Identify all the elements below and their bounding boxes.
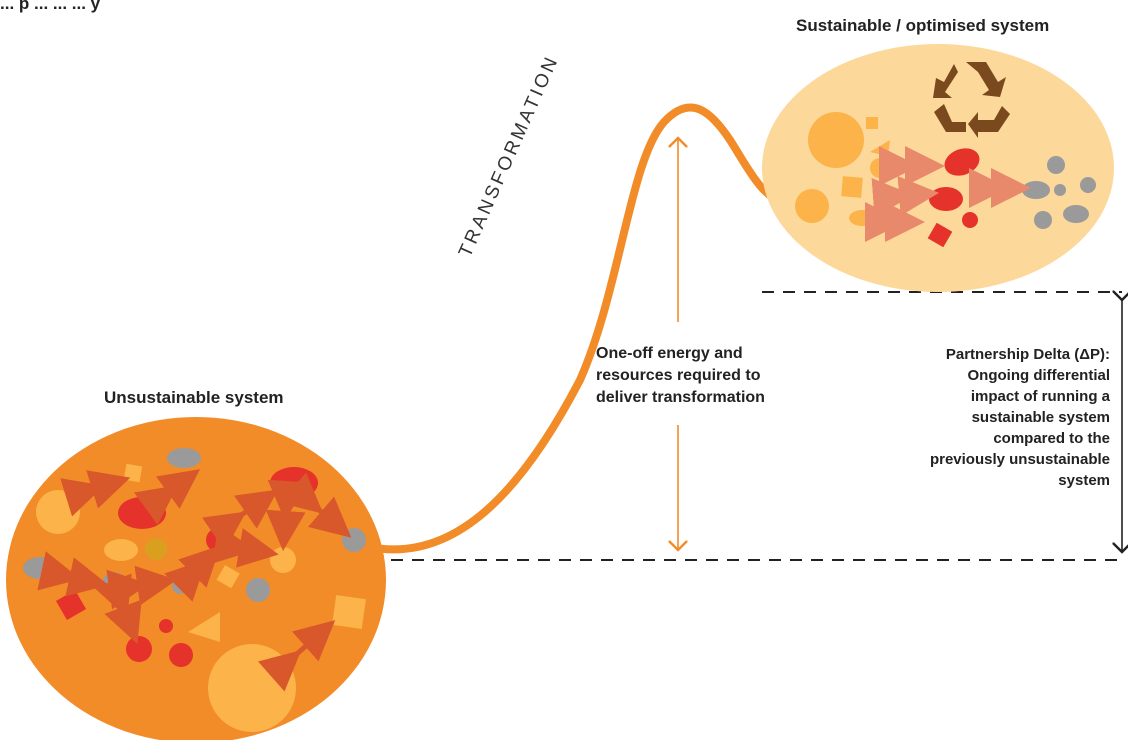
delta-line: system xyxy=(1058,472,1110,489)
delta-line: Ongoing differential xyxy=(967,367,1111,384)
unsustainable-system-title: Unsustainable system xyxy=(104,388,284,407)
unsustainable-system-blob xyxy=(6,417,386,740)
partnership-delta-text: Partnership Delta (ΔP): Ongoing differen… xyxy=(870,344,1110,491)
one-off-energy-text: One-off energy and resources required to… xyxy=(596,343,836,409)
one-off-line: deliver transformation xyxy=(596,389,765,406)
delta-line: Partnership Delta (ΔP): xyxy=(945,346,1110,363)
transformation-curve xyxy=(371,103,790,554)
delta-line: impact of running a xyxy=(970,388,1110,405)
delta-line: previously unsustainable xyxy=(929,451,1110,468)
one-off-line: One-off energy and xyxy=(596,345,743,362)
delta-line: compared to the xyxy=(993,430,1110,447)
delta-line: sustainable system xyxy=(971,409,1110,426)
recycle-icon xyxy=(933,62,1010,138)
sustainable-system-title: Sustainable / optimised system xyxy=(796,16,1050,35)
one-off-line: resources required to xyxy=(596,367,761,384)
cut-off-header: ... p ... ... ... y xyxy=(0,0,101,13)
sustainable-system-blob xyxy=(762,44,1114,292)
